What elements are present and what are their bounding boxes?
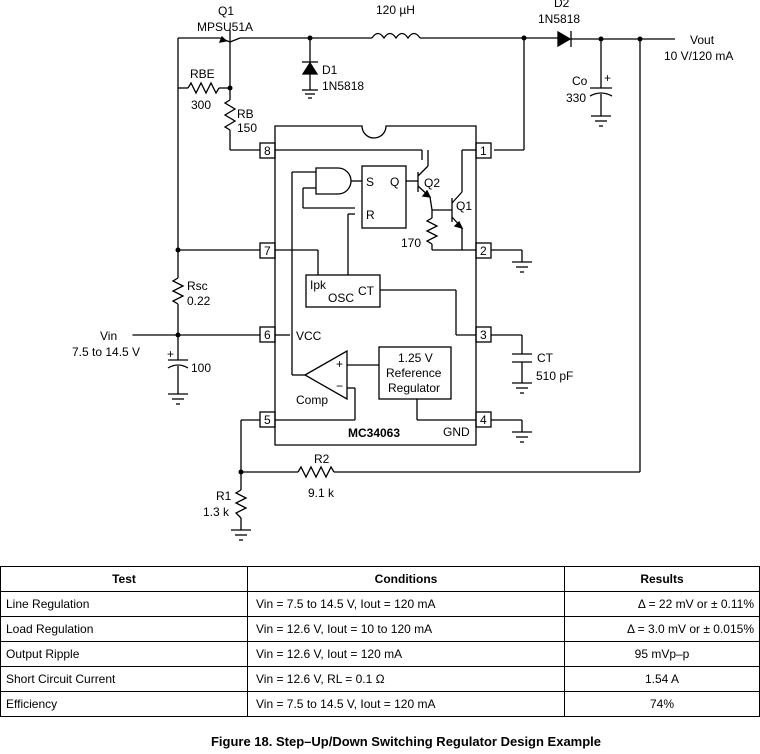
pin-2: 2 bbox=[480, 244, 487, 258]
vin-range-label: 7.5 to 14.5 V bbox=[72, 345, 140, 359]
cell-conditions: Vin = 12.6 V, Iout = 120 mA bbox=[247, 641, 565, 667]
table-row: Short Circuit Current Vin = 12.6 V, RL =… bbox=[0, 666, 760, 692]
rbe-value: 300 bbox=[191, 98, 211, 112]
d1-diode bbox=[301, 38, 319, 99]
table-row: Line Regulation Vin = 7.5 to 14.5 V, Iou… bbox=[0, 591, 760, 617]
vcc-label: VCC bbox=[296, 329, 322, 343]
cell-conditions: Vin = 12.6 V, RL = 0.1 Ω bbox=[247, 666, 565, 692]
vin-label: Vin bbox=[100, 329, 117, 343]
cell-test: Short Circuit Current bbox=[0, 666, 248, 692]
figure-caption: Figure 18. Step–Up/Down Switching Regula… bbox=[210, 734, 602, 749]
rsc-value: 0.22 bbox=[187, 294, 211, 308]
cell-test: Efficiency bbox=[0, 691, 248, 717]
vout-spec-label: 10 V/120 mA bbox=[664, 49, 733, 63]
q2-label: Q2 bbox=[424, 176, 440, 190]
q1-transistor bbox=[218, 30, 241, 100]
r170-label: 170 bbox=[401, 236, 421, 250]
cell-test: Load Regulation bbox=[0, 616, 248, 642]
osc-ct-label: CT bbox=[358, 284, 375, 298]
svg-text:+: + bbox=[167, 347, 174, 361]
oscillator-block bbox=[305, 274, 381, 308]
latch-s: S bbox=[366, 175, 374, 189]
r2-value: 9.1 k bbox=[308, 486, 335, 500]
table-row: Efficiency Vin = 7.5 to 14.5 V, Iout = 1… bbox=[0, 691, 760, 717]
and-gate bbox=[315, 167, 352, 195]
q1-label: Q1 bbox=[218, 4, 234, 18]
inductor-label: 120 µH bbox=[376, 3, 415, 17]
rb-value: 150 bbox=[237, 121, 257, 135]
pin-1: 1 bbox=[480, 144, 487, 158]
r2-label: R2 bbox=[314, 452, 330, 466]
cell-test: Line Regulation bbox=[0, 591, 248, 617]
cell-result: Δ = 3.0 mV or ± 0.015% bbox=[564, 616, 760, 642]
sr-latch bbox=[361, 165, 407, 229]
pin-5: 5 bbox=[264, 413, 271, 427]
comp-minus: − bbox=[336, 379, 343, 393]
cin-capacitor bbox=[167, 335, 189, 405]
ref-line-1: 1.25 V bbox=[398, 351, 433, 365]
cell-conditions: Vin = 7.5 to 14.5 V, Iout = 120 mA bbox=[247, 691, 565, 717]
pin-6: 6 bbox=[264, 328, 271, 342]
cell-conditions: Vin = 12.6 V, Iout = 10 to 120 mA bbox=[247, 616, 565, 642]
co-value: 330 bbox=[566, 91, 586, 105]
comp-label: Comp bbox=[296, 393, 328, 407]
header-test: Test bbox=[0, 566, 248, 592]
d2-label: D2 bbox=[554, 0, 570, 10]
ipk-label: Ipk bbox=[310, 278, 327, 292]
ct-ext-value: 510 pF bbox=[536, 369, 573, 383]
pin-4: 4 bbox=[480, 413, 487, 427]
schematic-diagram: + bbox=[72, 0, 733, 541]
rb-label: RB bbox=[237, 107, 254, 121]
svg-text:+: + bbox=[604, 71, 611, 85]
gnd-label: GND bbox=[443, 425, 470, 439]
cell-result: 74% bbox=[564, 691, 760, 717]
cell-result: 1.54 A bbox=[564, 666, 760, 692]
vout-label: Vout bbox=[690, 33, 715, 47]
table-row: Load Regulation Vin = 12.6 V, Iout = 10 … bbox=[0, 616, 760, 642]
comp-plus: + bbox=[336, 357, 343, 371]
ic-name-label: MC34063 bbox=[348, 426, 400, 440]
cell-test: Output Ripple bbox=[0, 641, 248, 667]
reference-regulator bbox=[378, 346, 452, 400]
co-capacitor bbox=[589, 39, 613, 127]
latch-q: Q bbox=[390, 175, 399, 189]
cell-result: 95 mVp–p bbox=[564, 641, 760, 667]
osc-label: OSC bbox=[328, 291, 354, 305]
ref-line-3: Regulator bbox=[388, 381, 440, 395]
ct-ext-label: CT bbox=[537, 351, 554, 365]
rbe-label: RBE bbox=[190, 67, 215, 81]
comparator bbox=[303, 349, 348, 401]
ref-line-2: Reference bbox=[386, 366, 442, 380]
table-header-row: Test Conditions Results bbox=[0, 566, 760, 592]
d2-part-label: 1N5818 bbox=[538, 12, 580, 26]
pin-3: 3 bbox=[480, 328, 487, 342]
cell-conditions: Vin = 7.5 to 14.5 V, Iout = 120 mA bbox=[247, 591, 565, 617]
pin-7: 7 bbox=[264, 244, 271, 258]
d1-part-label: 1N5818 bbox=[322, 79, 364, 93]
co-label: Co bbox=[572, 74, 588, 88]
r1-label: R1 bbox=[216, 489, 232, 503]
q1-part-label: MPSU51A bbox=[197, 20, 253, 34]
results-table: Test Conditions Results Line Regulation … bbox=[0, 566, 760, 717]
d1-label: D1 bbox=[322, 63, 338, 77]
latch-r: R bbox=[366, 208, 375, 222]
header-conditions: Conditions bbox=[247, 566, 565, 592]
mc34063-ic bbox=[274, 125, 477, 446]
q1-internal-label: Q1 bbox=[456, 199, 472, 213]
inductor-symbol bbox=[371, 32, 421, 40]
cin-value: 100 bbox=[191, 361, 211, 375]
d2-diode bbox=[557, 30, 572, 48]
r1-value: 1.3 k bbox=[203, 505, 230, 519]
table-row: Output Ripple Vin = 12.6 V, Iout = 120 m… bbox=[0, 641, 760, 667]
cell-result: Δ = 22 mV or ± 0.11% bbox=[564, 591, 760, 617]
header-results: Results bbox=[564, 566, 760, 592]
rsc-label: Rsc bbox=[187, 279, 208, 293]
pin-8: 8 bbox=[264, 144, 271, 158]
